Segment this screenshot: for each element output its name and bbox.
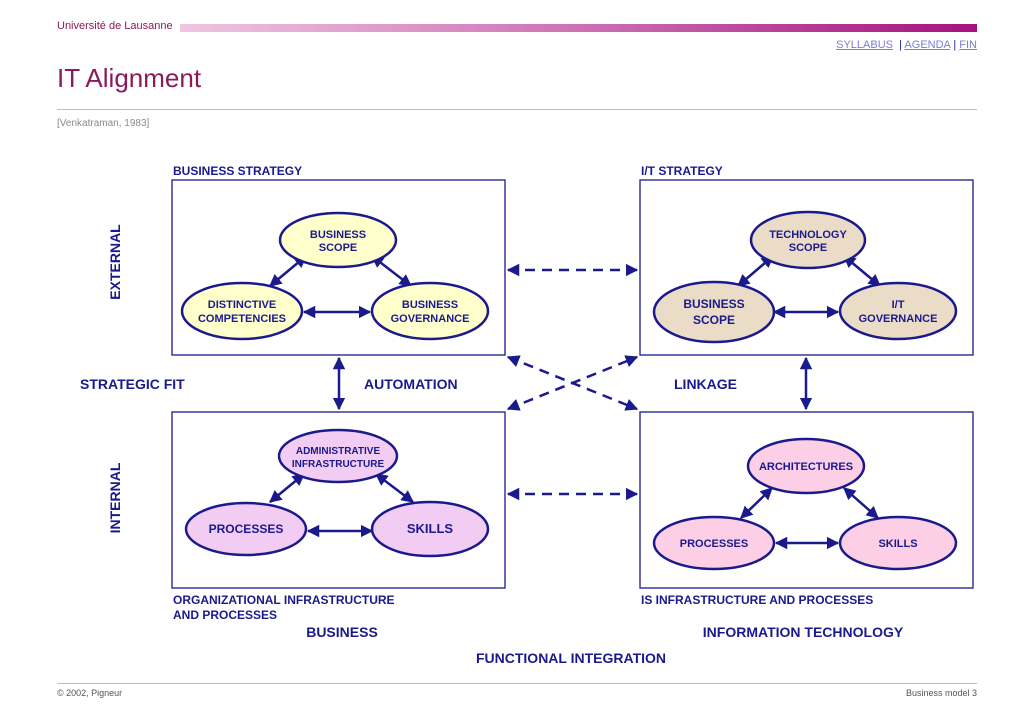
- architectures-text: ARCHITECTURES: [759, 461, 853, 473]
- org-processes-ellipse: [184, 501, 308, 557]
- header-gradient-bar: [180, 24, 977, 32]
- internal-label: INTERNAL: [107, 462, 123, 533]
- is-processes-text: PROCESSES: [680, 538, 748, 550]
- external-label: EXTERNAL: [107, 224, 123, 300]
- is-infrastructure-box: [639, 411, 974, 589]
- fin-link[interactable]: FIN: [959, 39, 977, 51]
- business-scope-text: SCOPE: [319, 242, 358, 254]
- business-governance-text: GOVERNANCE: [391, 313, 470, 325]
- page-title: IT Alignment: [57, 63, 202, 93]
- linkage-label: LINKAGE: [674, 376, 737, 392]
- org-infrastructure-label: ORGANIZATIONAL INFRASTRUCTURE: [173, 593, 395, 607]
- is-processes-ellipse: [652, 515, 776, 571]
- technology-scope-ellipse: [749, 210, 867, 270]
- is-skills-text: SKILLS: [878, 538, 917, 550]
- administrative-infrastructure-ellipse: [277, 428, 399, 484]
- org-infrastructure-label-line2: AND PROCESSES: [173, 608, 277, 622]
- functional-integration-label: FUNCTIONAL INTEGRATION: [476, 650, 666, 666]
- citation: [Venkatraman, 1983]: [57, 118, 150, 129]
- slide-number: Business model 3: [905, 688, 977, 698]
- nav-separator: |: [899, 39, 902, 51]
- business-scope-text: BUSINESS: [310, 229, 366, 241]
- administrative-infrastructure-text: ADMINISTRATIVE: [296, 446, 381, 457]
- it-business-scope-text: BUSINESS: [683, 297, 744, 311]
- business-governance-ellipse: [370, 281, 490, 341]
- information-technology-column-label: INFORMATION TECHNOLOGY: [703, 624, 904, 640]
- automation-label: AUTOMATION: [364, 376, 458, 392]
- administrative-infrastructure-text: INFRASTRUCTURE: [292, 459, 385, 470]
- nav-separator: |: [953, 39, 957, 51]
- strategic-fit-label: STRATEGIC FIT: [80, 376, 185, 392]
- is-infrastructure-label: IS INFRASTRUCTURE AND PROCESSES: [641, 593, 873, 607]
- business-strategy-label: BUSINESS STRATEGY: [173, 164, 302, 178]
- its-arrow-right: [843, 255, 881, 287]
- org-processes-text: PROCESSES: [209, 522, 284, 536]
- technology-scope-text: TECHNOLOGY: [769, 229, 847, 241]
- university-name: Université de Lausanne: [57, 20, 173, 32]
- bs-arrow-right: [371, 255, 412, 287]
- architectures-ellipse: [746, 437, 866, 495]
- business-column-label: BUSINESS: [306, 624, 378, 640]
- title-divider: [57, 109, 977, 110]
- it-governance-text: I/T: [892, 299, 905, 311]
- distinctive-competencies-ellipse: [180, 281, 304, 341]
- syllabus-link[interactable]: SYLLABUS: [836, 39, 893, 51]
- it-business-scope-text: SCOPE: [693, 313, 735, 327]
- technology-scope-text: SCOPE: [789, 242, 828, 254]
- its-arrow-left: [737, 255, 774, 287]
- copyright: © 2002, Pigneur: [57, 688, 123, 698]
- it-business-scope-ellipse: [652, 280, 776, 344]
- oi-arrow-left: [269, 473, 305, 503]
- it-strategy-label: I/T STRATEGY: [641, 164, 723, 178]
- distinctive-competencies-text: COMPETENCIES: [198, 313, 286, 325]
- agenda-link[interactable]: AGENDA: [904, 39, 951, 51]
- isi-arrow-right: [843, 487, 879, 519]
- top-navigation: SYLLABUS | AGENDA | FIN: [836, 39, 977, 51]
- org-infrastructure-box: [171, 411, 506, 589]
- isi-arrow-left: [740, 487, 773, 519]
- business-scope-ellipse: [278, 211, 398, 269]
- it-strategy-box: [639, 179, 974, 356]
- is-skills-ellipse: [838, 515, 958, 571]
- footer-divider: [57, 683, 977, 684]
- cross-alignment-arrow-up: [506, 355, 639, 411]
- org-skills-text: SKILLS: [407, 521, 454, 536]
- org-skills-ellipse: [370, 500, 490, 558]
- oi-arrow-right: [375, 473, 414, 503]
- business-governance-text: BUSINESS: [402, 299, 458, 311]
- distinctive-competencies-text: DISTINCTIVE: [208, 299, 276, 311]
- it-governance-text: GOVERNANCE: [859, 313, 938, 325]
- it-governance-ellipse: [838, 281, 958, 341]
- business-strategy-box: [171, 179, 506, 356]
